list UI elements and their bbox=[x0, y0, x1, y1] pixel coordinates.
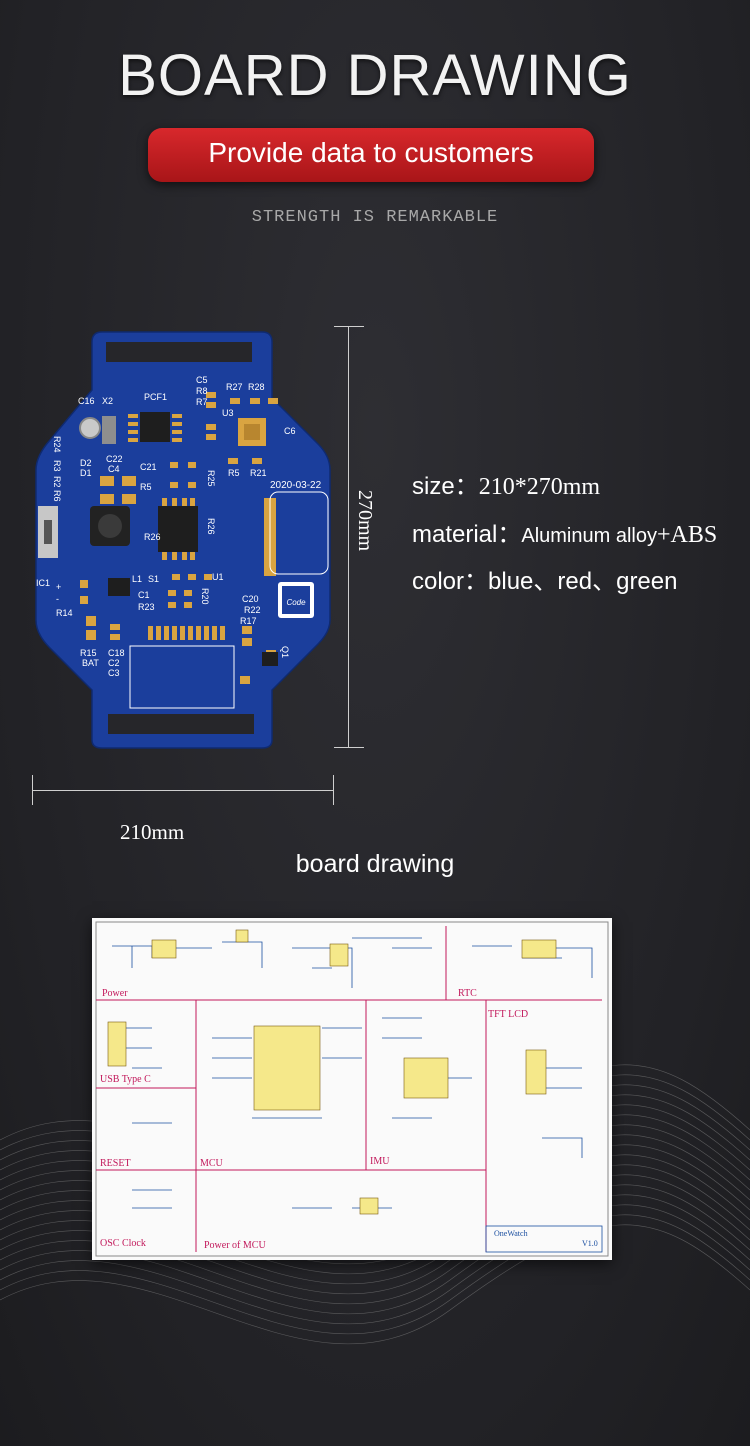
svg-text:R3: R3 bbox=[52, 460, 62, 472]
svg-text:BAT: BAT bbox=[82, 658, 99, 668]
svg-text:C2: C2 bbox=[108, 658, 120, 668]
schematic-block-imu: IMU bbox=[370, 1156, 390, 1167]
width-dimension-tick-left bbox=[32, 775, 33, 805]
svg-text:R28: R28 bbox=[248, 382, 265, 392]
svg-text:R20: R20 bbox=[200, 588, 210, 605]
svg-text:C3: C3 bbox=[108, 668, 120, 678]
svg-text:C5: C5 bbox=[196, 375, 208, 385]
width-dimension-tick-right bbox=[333, 775, 334, 805]
svg-text:R6: R6 bbox=[52, 490, 62, 502]
schematic-title-block: OneWatch bbox=[494, 1229, 528, 1238]
svg-text:R5: R5 bbox=[228, 468, 240, 478]
svg-text:R27: R27 bbox=[226, 382, 243, 392]
height-dimension-line bbox=[348, 326, 349, 748]
svg-text:U3: U3 bbox=[222, 408, 234, 418]
svg-text:R17: R17 bbox=[240, 616, 257, 626]
svg-text:R23: R23 bbox=[138, 602, 155, 612]
height-label: 270mm bbox=[354, 490, 376, 552]
svg-text:U1: U1 bbox=[212, 572, 224, 582]
schematic-block-power: Power bbox=[102, 988, 128, 999]
svg-text:C22: C22 bbox=[106, 454, 123, 464]
width-dimension-line bbox=[32, 790, 334, 791]
svg-text:C4: C4 bbox=[108, 464, 120, 474]
spec-color-key: color： bbox=[412, 568, 489, 595]
svg-text:L1: L1 bbox=[132, 574, 142, 584]
schematic-block-power-mcu: Power of MCU bbox=[204, 1240, 266, 1251]
board-date: 2020-03-22 bbox=[270, 480, 322, 491]
pcb-board: Code C16 X2 PCF1 C5 R8 R7 R27 R28 bbox=[35, 331, 331, 749]
spec-size: size：210*270mm bbox=[412, 466, 600, 501]
svg-text:R25: R25 bbox=[206, 470, 216, 487]
banner-text: Provide data to customers bbox=[208, 137, 534, 168]
svg-text:S1: S1 bbox=[148, 574, 159, 584]
chip-label: Code bbox=[286, 598, 306, 607]
spec-material-value-2: +ABS bbox=[656, 522, 718, 548]
schematic-block-reset: RESET bbox=[100, 1158, 131, 1169]
svg-text:C18: C18 bbox=[108, 648, 125, 658]
schematic-image: Power RTC TFT LCD USB Type C RESET MCU I… bbox=[92, 918, 612, 1260]
section-caption: board drawing bbox=[295, 850, 455, 878]
page-title: BOARD DRAWING bbox=[118, 43, 632, 108]
svg-text:R7: R7 bbox=[196, 397, 208, 407]
schematic-block-rtc: RTC bbox=[458, 988, 477, 999]
schematic-version: V1.0 bbox=[582, 1239, 598, 1248]
width-label: 210mm bbox=[120, 820, 185, 844]
spec-material-key: material： bbox=[412, 521, 522, 548]
svg-text:R26: R26 bbox=[144, 532, 161, 542]
spec-material: material：Aluminum alloy+ABS bbox=[412, 514, 717, 549]
spec-material-value: Aluminum alloy bbox=[521, 525, 657, 547]
spec-size-value: 210*270mm bbox=[478, 474, 601, 500]
red-banner: Provide data to customers bbox=[148, 128, 594, 182]
svg-text:R5: R5 bbox=[140, 482, 152, 492]
tagline: STRENGTH IS REMARKABLE bbox=[251, 208, 499, 227]
svg-text:C16: C16 bbox=[78, 396, 95, 406]
svg-text:PCF1: PCF1 bbox=[144, 392, 167, 402]
schematic-block-tft-lcd: TFT LCD bbox=[488, 1009, 528, 1020]
svg-text:R14: R14 bbox=[56, 608, 73, 618]
svg-text:C20: C20 bbox=[242, 594, 259, 604]
svg-text:-: - bbox=[56, 594, 59, 604]
spec-color: color：blue、red、green bbox=[412, 561, 677, 596]
svg-text:R15: R15 bbox=[80, 648, 97, 658]
svg-text:C21: C21 bbox=[140, 462, 157, 472]
spec-size-key: size： bbox=[412, 473, 479, 500]
height-dimension-tick-bottom bbox=[334, 747, 364, 748]
svg-text:+: + bbox=[56, 582, 61, 592]
svg-text:C6: C6 bbox=[284, 426, 296, 436]
schematic-drawing: Power RTC TFT LCD USB Type C RESET MCU I… bbox=[95, 921, 609, 1257]
svg-text:X2: X2 bbox=[102, 396, 113, 406]
svg-text:IC1: IC1 bbox=[36, 578, 50, 588]
svg-text:C1: C1 bbox=[138, 590, 150, 600]
schematic-block-osc: OSC Clock bbox=[100, 1238, 146, 1249]
svg-text:D2: D2 bbox=[80, 458, 92, 468]
spec-color-value: blue、red、green bbox=[488, 568, 678, 595]
height-dimension-tick-top bbox=[334, 326, 364, 327]
svg-text:R8: R8 bbox=[196, 386, 208, 396]
svg-text:R2: R2 bbox=[52, 476, 62, 488]
schematic-block-mcu: MCU bbox=[200, 1158, 224, 1169]
schematic-block-usb: USB Type C bbox=[100, 1074, 151, 1085]
svg-text:R22: R22 bbox=[244, 605, 261, 615]
svg-text:Q1: Q1 bbox=[280, 646, 290, 658]
svg-text:R24: R24 bbox=[52, 436, 62, 453]
svg-text:R26: R26 bbox=[206, 518, 216, 535]
svg-text:D1: D1 bbox=[80, 468, 92, 478]
svg-text:R21: R21 bbox=[250, 468, 267, 478]
